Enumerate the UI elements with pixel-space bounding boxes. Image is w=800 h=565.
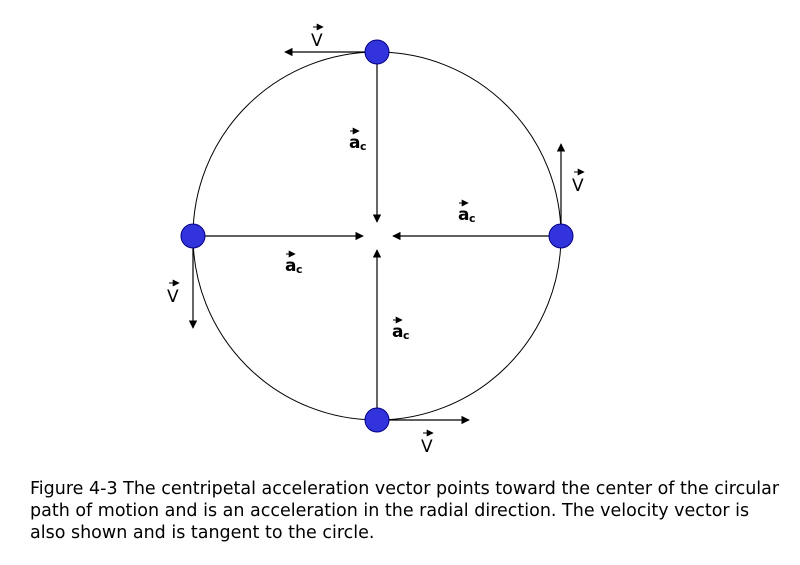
- ball-bottom: [364, 407, 390, 433]
- svg-text:a: a: [392, 322, 403, 342]
- svg-text:V: V: [572, 176, 584, 196]
- svg-text:V: V: [421, 437, 433, 457]
- svg-text:c: c: [296, 263, 303, 276]
- ball-top: [364, 39, 390, 65]
- svg-text:a: a: [285, 256, 296, 276]
- velocity-label-right: V: [572, 168, 585, 196]
- figure-caption: Figure 4-3 The centripetal acceleration …: [30, 479, 780, 543]
- velocity-label-top: V: [311, 23, 324, 51]
- acceleration-label-left: a c: [285, 250, 303, 276]
- acceleration-label-right: a c: [458, 199, 476, 225]
- circular-motion-diagram: a c a c a c a c V V V V: [167, 23, 585, 457]
- velocity-label-left: V: [167, 279, 180, 307]
- velocity-label-bottom: V: [421, 429, 434, 457]
- ball-right: [548, 223, 574, 249]
- acceleration-label-top: a c: [349, 127, 367, 153]
- svg-text:V: V: [167, 287, 179, 307]
- acceleration-label-bottom: a c: [392, 316, 410, 342]
- svg-text:c: c: [403, 329, 410, 342]
- svg-text:a: a: [458, 205, 469, 225]
- svg-text:V: V: [311, 31, 323, 51]
- svg-text:c: c: [469, 212, 476, 225]
- ball-left: [180, 223, 206, 249]
- svg-text:a: a: [349, 133, 360, 153]
- svg-text:c: c: [360, 140, 367, 153]
